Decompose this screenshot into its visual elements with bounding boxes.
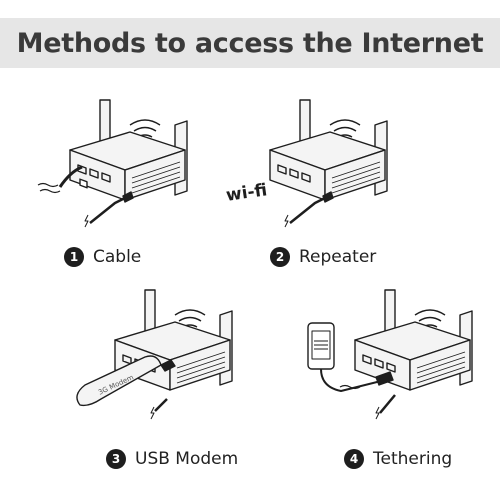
method-tethering-panel [300, 285, 500, 435]
method-label: USB Modem [135, 449, 239, 469]
method-label: Repeater [299, 247, 377, 267]
method-label: Cable [93, 247, 142, 267]
repeater-router-illustration [269, 99, 388, 228]
method-cable-panel [30, 95, 230, 235]
method-tethering-caption: 4 Tethering [344, 449, 452, 469]
method-label: Tethering [373, 449, 453, 469]
wifi-waves-icon [174, 309, 206, 316]
wifi-waves-icon [129, 119, 161, 126]
tethering-router-illustration [307, 289, 473, 420]
wifi-waves-icon [414, 309, 446, 316]
cable-router-illustration [37, 99, 188, 228]
method-usb-modem-panel: 3G Modem [75, 285, 275, 435]
step-number-badge: 1 [64, 247, 84, 267]
method-repeater-caption: 2 Repeater [270, 247, 376, 267]
page-title: Methods to access the Internet [16, 27, 484, 59]
method-cable-caption: 1 Cable [64, 247, 141, 267]
power-cable [89, 196, 126, 224]
usb-dongle-icon [76, 355, 162, 407]
method-repeater-panel: wi-fi [220, 95, 420, 235]
wifi-waves-icon [329, 119, 361, 126]
step-number-badge: 4 [344, 449, 364, 469]
usb-modem-router-illustration [76, 289, 233, 420]
ethernet-cable [58, 165, 83, 188]
title-banner: Methods to access the Internet [0, 18, 500, 68]
method-usb-modem-caption: 3 USB Modem [106, 449, 238, 469]
step-number-badge: 2 [270, 247, 290, 267]
step-number-badge: 3 [106, 449, 126, 469]
